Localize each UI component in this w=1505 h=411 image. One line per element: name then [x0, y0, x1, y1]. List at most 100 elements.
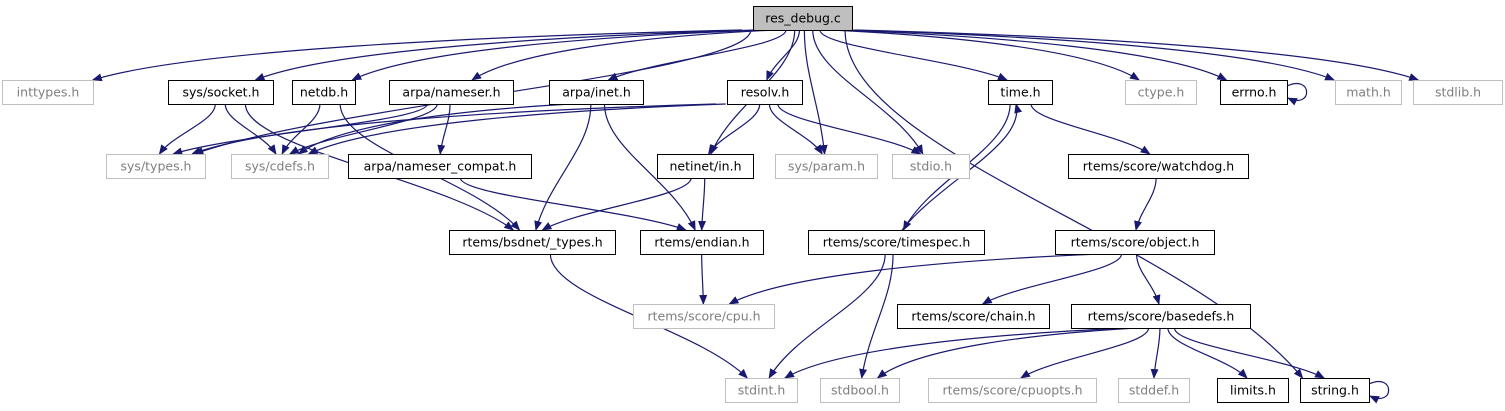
node-label: stdio.h	[910, 159, 952, 174]
node-box	[348, 154, 532, 179]
edge-watchdog-to-object	[1134, 177, 1157, 231]
node-netdb[interactable]: netdb.h	[292, 80, 356, 105]
node-label: resolv.h	[741, 85, 790, 100]
node-bsdnet-types[interactable]: rtems/bsdnet/_types.h	[449, 230, 616, 255]
node-box	[633, 304, 775, 329]
node-box	[1217, 378, 1289, 403]
node-resolv[interactable]: resolv.h	[727, 80, 803, 105]
edge-string-to-string	[1368, 381, 1390, 404]
node-box	[725, 378, 798, 403]
node-inttypes: inttypes.h	[2, 80, 94, 105]
node-sys-socket[interactable]: sys/socket.h	[168, 80, 274, 105]
node-box	[775, 154, 878, 179]
node-box	[549, 80, 644, 105]
node-sys-types: sys/types.h	[106, 154, 206, 179]
edge-nameser_compat-to-endian	[459, 177, 687, 231]
node-sys-cdefs: sys/cdefs.h	[231, 154, 329, 179]
node-box	[389, 80, 514, 105]
edge-timespec-to-time_h	[901, 103, 1023, 231]
node-cpuopts: rtems/score/cpuopts.h	[928, 378, 1097, 403]
node-basedefs[interactable]: rtems/score/basedefs.h	[1071, 304, 1251, 329]
node-box	[640, 230, 764, 255]
node-box	[897, 304, 1050, 329]
node-label: sys/cdefs.h	[245, 159, 315, 174]
edge-timespec-to-stdint	[768, 253, 886, 379]
node-label: rtems/score/cpuopts.h	[942, 383, 1082, 398]
node-box	[820, 378, 900, 403]
edge-arpa_nameser-to-nameser_compat	[437, 103, 451, 155]
node-label: res_debug.c	[765, 11, 841, 26]
node-box	[292, 80, 356, 105]
edge-res_debug-to-sys_types	[193, 29, 752, 155]
edge-res_debug-to-arpa_inet	[607, 29, 787, 81]
node-label: sys/socket.h	[183, 85, 260, 100]
node-stdlib: stdlib.h	[1413, 80, 1503, 105]
node-label: arpa/nameser.h	[402, 85, 500, 100]
node-box	[1068, 154, 1249, 179]
node-ctype: ctype.h	[1125, 80, 1197, 105]
node-limits[interactable]: limits.h	[1217, 378, 1289, 403]
node-arpa-inet[interactable]: arpa/inet.h	[549, 80, 644, 105]
node-box	[1118, 378, 1190, 403]
node-endian[interactable]: rtems/endian.h	[640, 230, 764, 255]
node-box	[657, 154, 754, 179]
edge-basedefs-to-stddef	[1150, 327, 1161, 379]
nodes-layer: res_debug.c inttypes.h sys/socket.h netdb.h…	[2, 6, 1503, 403]
node-box	[106, 154, 206, 179]
node-arpa-nameser[interactable]: arpa/nameser.h	[389, 80, 514, 105]
edge-resolv-to-netinet_in	[708, 103, 761, 155]
node-label: inttypes.h	[17, 85, 80, 100]
edge-res_debug-to-ctype	[831, 29, 1140, 81]
node-label: rtems/score/basedefs.h	[1088, 309, 1235, 324]
node-label: time.h	[1000, 85, 1040, 100]
node-box	[1220, 80, 1288, 105]
edge-bsdnet_types-to-stdint	[549, 253, 748, 379]
node-box	[1071, 304, 1251, 329]
node-time-h[interactable]: time.h	[988, 80, 1053, 105]
node-label: stdbool.h	[831, 383, 889, 398]
node-label: math.h	[1346, 85, 1391, 100]
node-res-debug[interactable]: res_debug.c	[753, 6, 853, 31]
node-stdio: stdio.h	[892, 154, 970, 179]
node-timespec[interactable]: rtems/score/timespec.h	[808, 230, 985, 255]
node-stddef: stddef.h	[1118, 378, 1190, 403]
edge-netinet_in-to-endian	[698, 177, 707, 231]
node-object[interactable]: rtems/score/object.h	[1055, 230, 1215, 255]
edge-res_debug-to-sys_param	[803, 29, 828, 155]
edge-object-to-chain	[981, 253, 1123, 305]
node-box	[231, 154, 329, 179]
node-math: math.h	[1335, 80, 1402, 105]
node-label: rtems/score/object.h	[1071, 235, 1200, 250]
node-watchdog[interactable]: rtems/score/watchdog.h	[1068, 154, 1249, 179]
node-chain[interactable]: rtems/score/chain.h	[897, 304, 1050, 329]
node-label: rtems/endian.h	[654, 235, 749, 250]
edge-res_debug-to-math	[847, 29, 1335, 81]
node-box	[928, 378, 1097, 403]
edge-res_debug-to-inttypes	[91, 29, 743, 82]
node-box	[2, 80, 94, 105]
node-nameser-compat[interactable]: arpa/nameser_compat.h	[348, 154, 532, 179]
node-box	[168, 80, 274, 105]
edge-basedefs-to-cpuopts	[1020, 327, 1150, 379]
edge-resolv-to-sys_types	[191, 103, 716, 155]
node-box	[1300, 378, 1370, 403]
edge-netinet_in-to-bsdnet_types	[541, 177, 692, 231]
edge-sys_socket-to-sys_types	[158, 103, 216, 155]
edge-errno-to-errno	[1286, 83, 1308, 106]
node-netinet-in[interactable]: netinet/in.h	[657, 154, 754, 179]
node-label: arpa/nameser_compat.h	[364, 159, 517, 174]
node-string[interactable]: string.h	[1300, 378, 1370, 403]
node-label: limits.h	[1230, 383, 1276, 398]
edge-resolv-to-sys_param	[768, 103, 823, 155]
node-box	[1413, 80, 1503, 105]
edge-res_debug-to-resolv	[766, 29, 801, 81]
node-label: rtems/score/timespec.h	[823, 235, 971, 250]
node-label: ctype.h	[1138, 85, 1185, 100]
node-errno[interactable]: errno.h	[1220, 80, 1288, 105]
edge-arpa_inet-to-endian	[603, 103, 696, 231]
node-box	[808, 230, 985, 255]
edge-timespec-to-stdbool	[859, 253, 894, 379]
node-box	[1125, 80, 1197, 105]
node-label: rtems/score/chain.h	[911, 309, 1035, 324]
node-label: errno.h	[1232, 85, 1277, 100]
